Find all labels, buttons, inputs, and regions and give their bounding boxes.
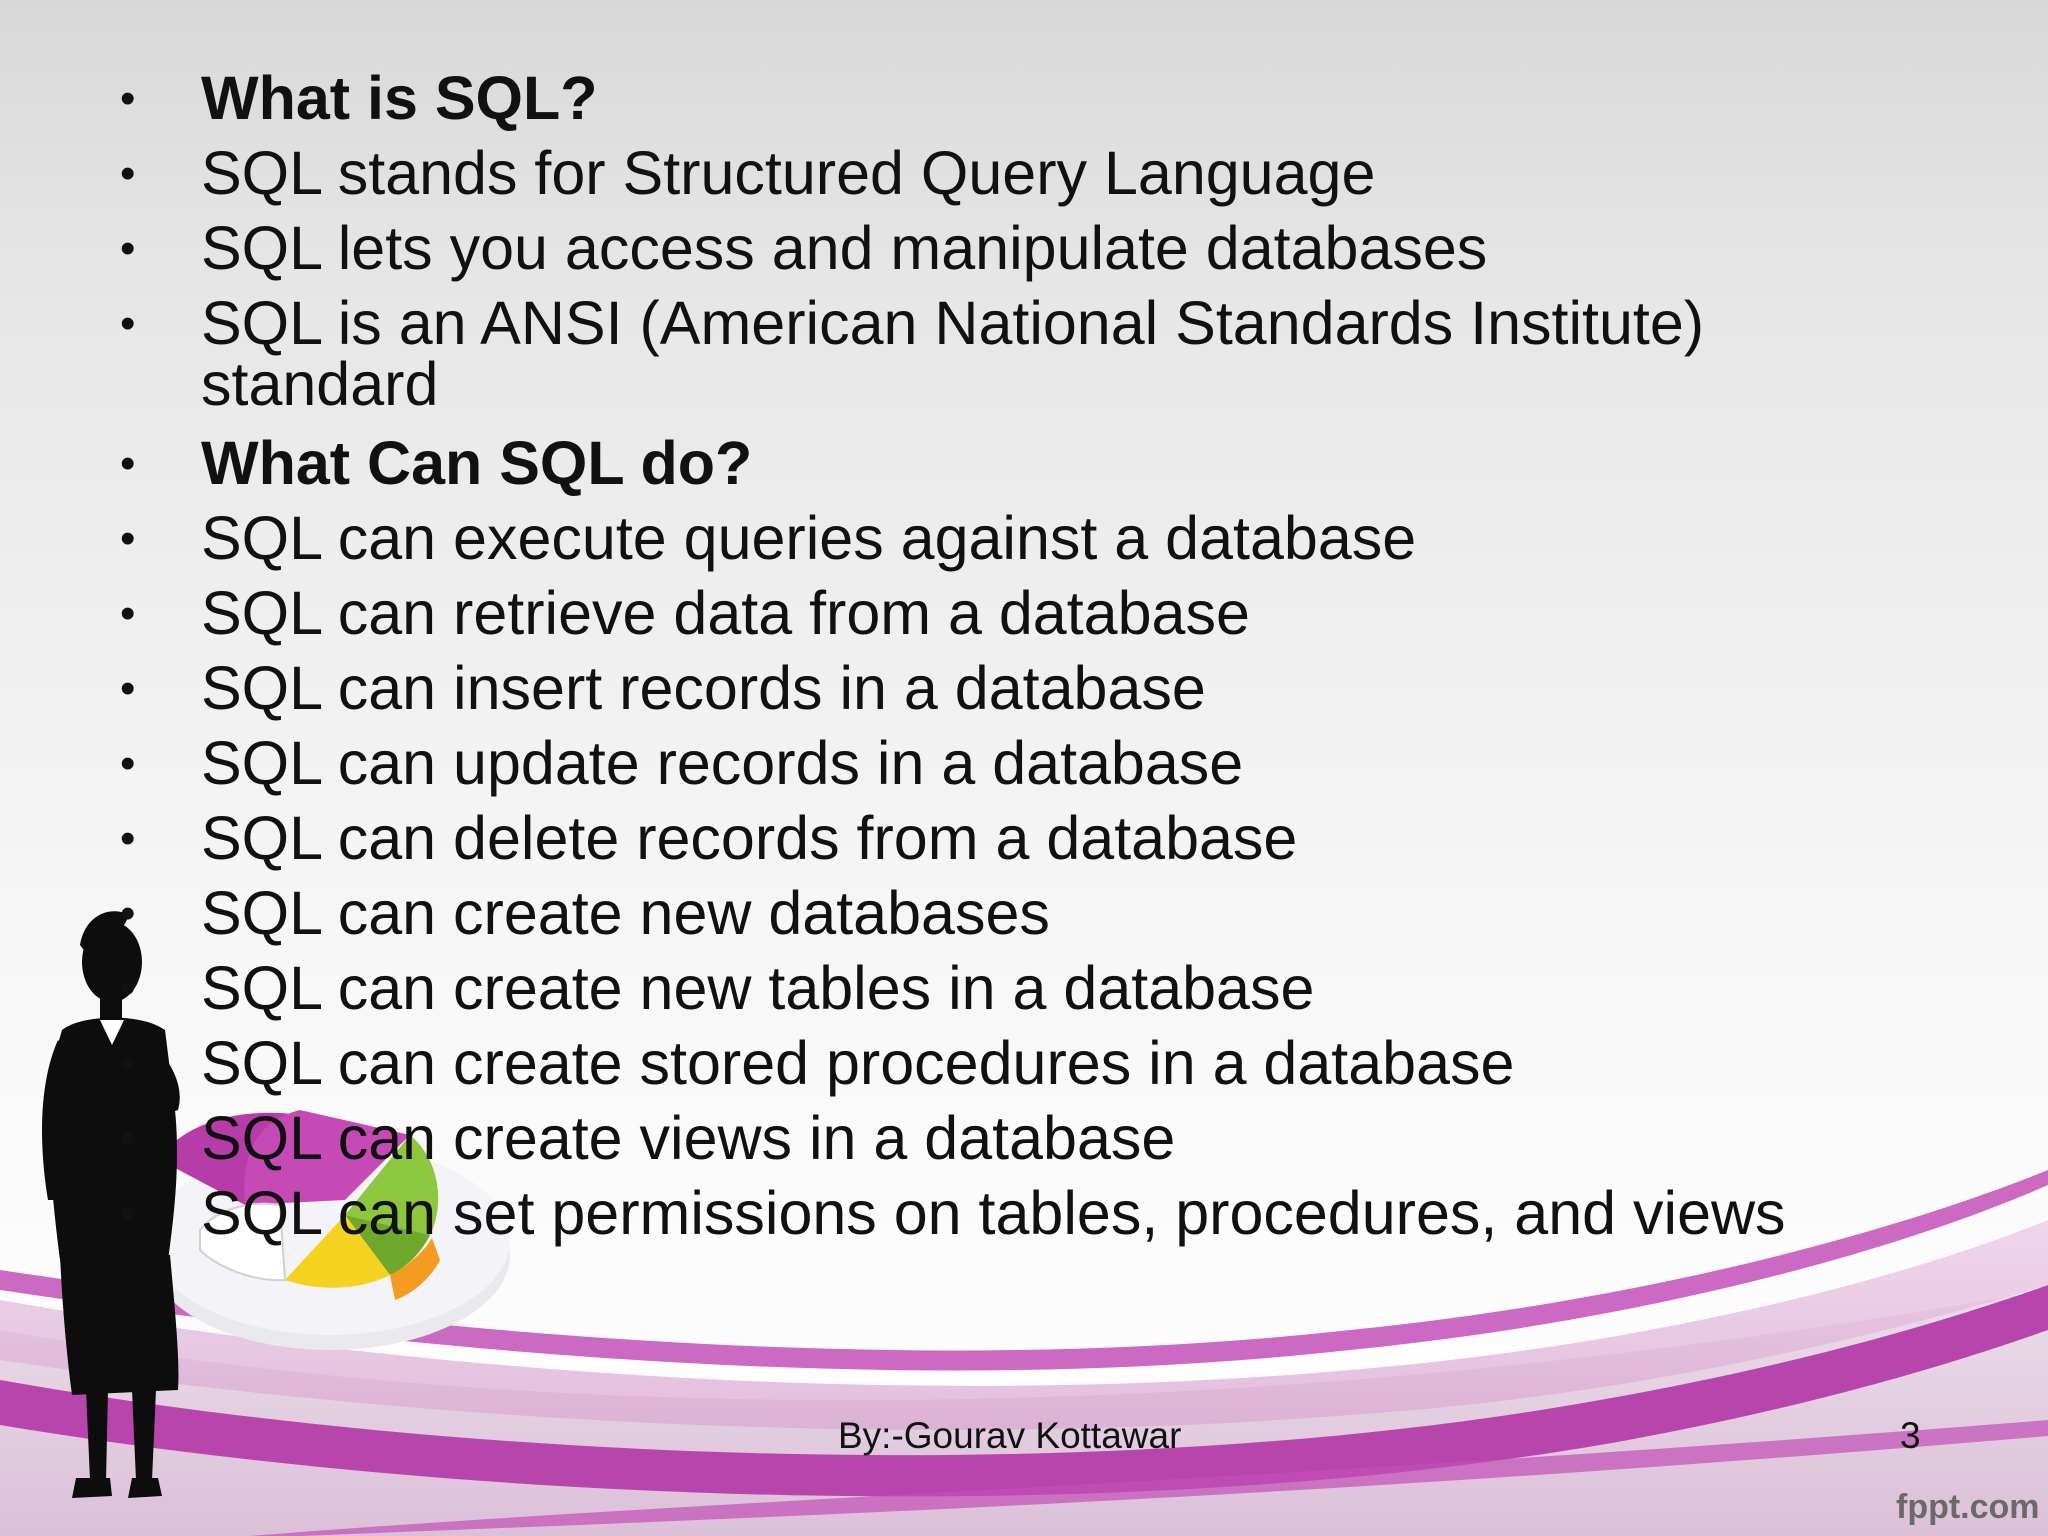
bullet-marker: •: [120, 664, 136, 713]
bullet-text: SQL can create stored procedures in a da…: [201, 1029, 1515, 1097]
bullet-marker: •: [120, 1039, 136, 1088]
swoosh-upper: [0, 1170, 2048, 1371]
bullet-text: SQL can create new tables in a database: [201, 954, 1315, 1022]
bullet-item: •SQL can create new tables in a database: [120, 958, 2000, 1019]
bullet-item: •SQL can execute queries against a datab…: [120, 508, 2000, 569]
bullet-item: •SQL can insert records in a database: [120, 658, 2000, 719]
swoosh-light: [0, 1220, 2048, 1430]
bullet-item: •SQL can retrieve data from a database: [120, 583, 2000, 644]
pie-chart-decoration: [150, 1110, 510, 1350]
collar-detail: [100, 1020, 124, 1045]
bullet-heading-what-is-sql: What is SQL?: [201, 64, 598, 132]
bullet-item: •What Can SQL do?: [120, 433, 2000, 494]
bullet-item: •SQL stands for Structured Query Languag…: [120, 143, 2000, 204]
bullet-marker: •: [120, 299, 136, 348]
bullet-text: SQL is an ANSI (American National Standa…: [201, 289, 1705, 418]
bullet-item: •SQL can create stored procedures in a d…: [120, 1033, 2000, 1094]
swoosh-main: [0, 1285, 2048, 1497]
bullet-text: SQL can create views in a database: [201, 1104, 1176, 1172]
bullet-marker: •: [120, 74, 136, 123]
bullet-marker: •: [120, 964, 136, 1013]
swoosh-bottom: [250, 1420, 2048, 1536]
bullet-text: SQL can insert records in a database: [201, 654, 1206, 722]
bullet-list: •What is SQL? •SQL stands for Structured…: [120, 68, 2000, 1258]
bullet-marker: •: [120, 1114, 136, 1163]
bullet-heading-what-can-sql-do: What Can SQL do?: [201, 429, 753, 497]
bullet-marker: •: [120, 514, 136, 563]
bullet-marker: •: [120, 739, 136, 788]
businesswoman-silhouette: [42, 911, 180, 1498]
bullet-item: •What is SQL?: [120, 68, 2000, 129]
bullet-text: SQL lets you access and manipulate datab…: [201, 214, 1488, 282]
bullet-marker: •: [120, 224, 136, 273]
bullet-text: SQL can set permissions on tables, proce…: [201, 1179, 1786, 1247]
slide-number: 3: [1900, 1415, 1921, 1456]
bullet-item: •SQL can set permissions on tables, proc…: [120, 1183, 2000, 1244]
bullet-item: •SQL can create new databases: [120, 883, 2000, 944]
bullet-marker: •: [120, 1189, 136, 1238]
bullet-marker: •: [120, 889, 136, 938]
bullet-text: SQL can execute queries against a databa…: [201, 504, 1417, 572]
bullet-text: SQL stands for Structured Query Language: [201, 139, 1376, 207]
bullet-text: SQL can update records in a database: [201, 729, 1244, 797]
bullet-text: SQL can delete records from a database: [201, 804, 1298, 872]
bullet-marker: •: [120, 814, 136, 863]
fppt-watermark: fppt.com: [1896, 1488, 2040, 1526]
bullet-text: SQL can create new databases: [201, 879, 1050, 947]
slide-footer: By:-Gourav Kottawar: [838, 1415, 1182, 1456]
bullet-marker: •: [120, 149, 136, 198]
bullet-item: •SQL is an ANSI (American National Stand…: [120, 293, 2000, 415]
bullet-item: •SQL can create views in a database: [120, 1108, 2000, 1169]
bullet-marker: •: [120, 439, 136, 488]
bullet-item: •SQL can update records in a database: [120, 733, 2000, 794]
bullet-item: •SQL can delete records from a database: [120, 808, 2000, 869]
bullet-item: •SQL lets you access and manipulate data…: [120, 218, 2000, 279]
bullet-text: SQL can retrieve data from a database: [201, 579, 1250, 647]
bullet-marker: •: [120, 589, 136, 638]
